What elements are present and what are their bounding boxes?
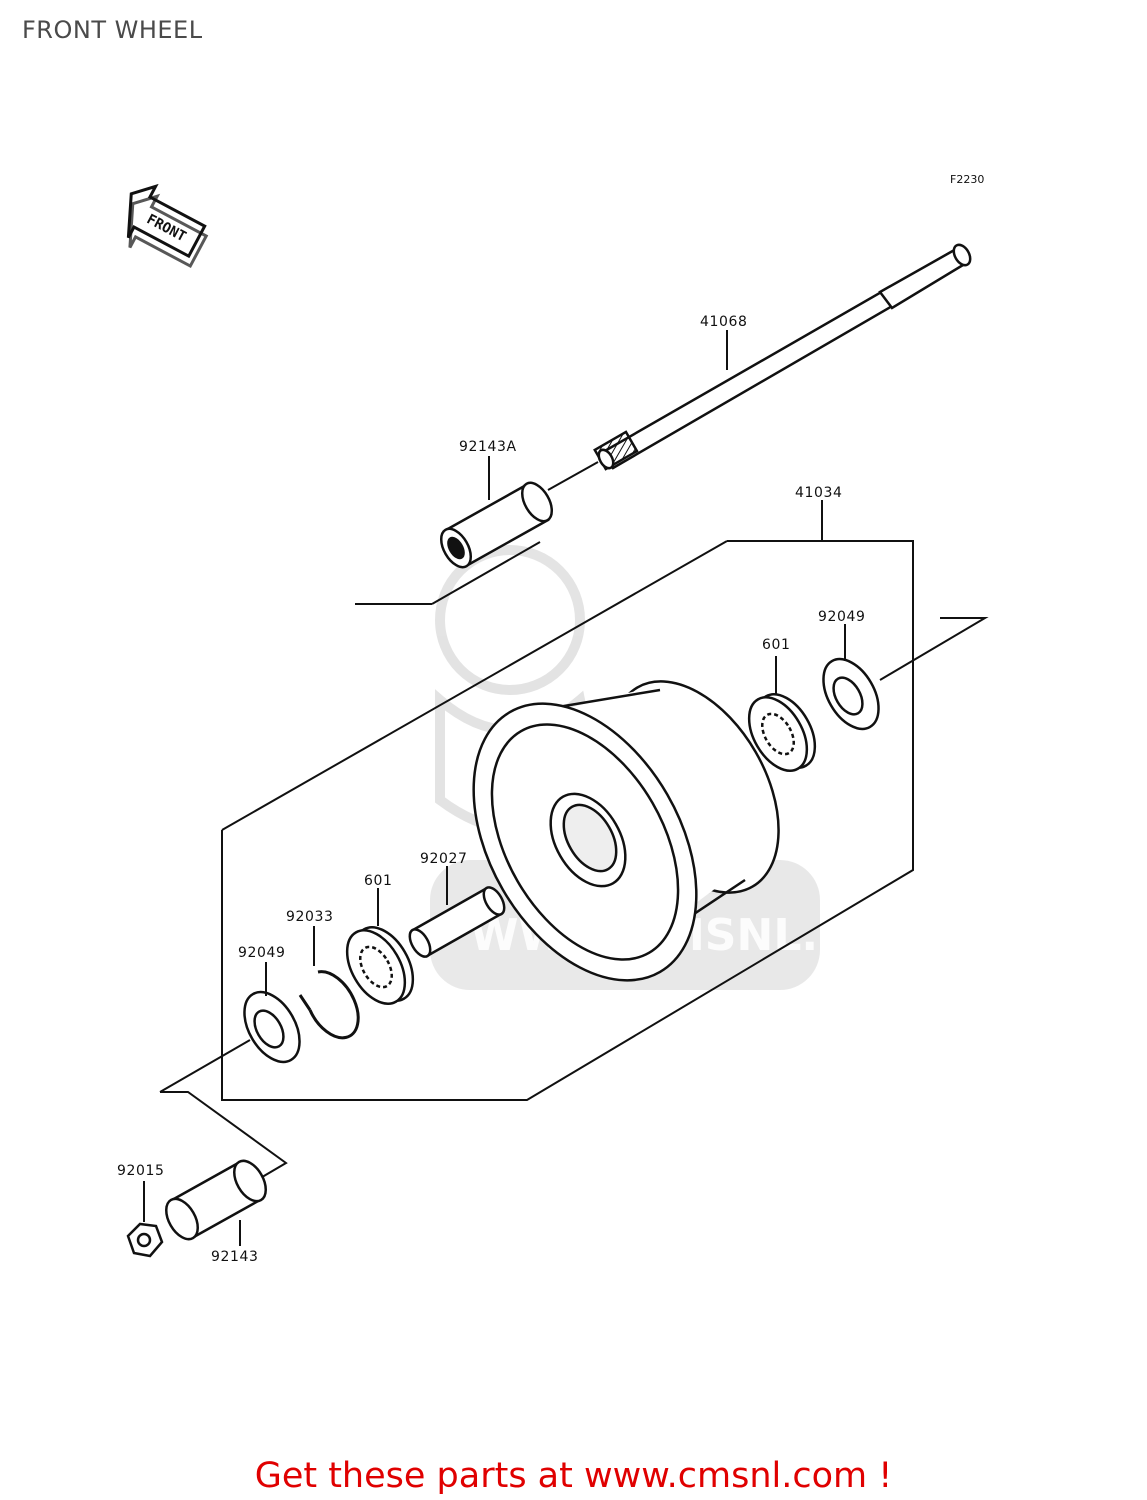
label-92143A: 92143A — [459, 439, 517, 455]
part-circlip[interactable] — [298, 970, 360, 1040]
label-92049-right: 92049 — [818, 609, 866, 625]
part-wheel-hub[interactable] — [428, 652, 813, 1019]
label-601-left: 601 — [364, 873, 393, 889]
part-oil-seal-left[interactable] — [233, 983, 311, 1072]
label-41068: 41068 — [700, 314, 748, 330]
label-92033: 92033 — [286, 909, 334, 925]
label-92027: 92027 — [420, 851, 468, 867]
label-92049-left: 92049 — [238, 945, 286, 961]
front-direction-arrow: FRONT — [126, 183, 209, 269]
part-collar-upper[interactable] — [435, 478, 558, 572]
part-nut[interactable] — [126, 1222, 164, 1258]
label-41034: 41034 — [795, 485, 843, 501]
page-title: FRONT WHEEL — [22, 16, 203, 44]
footer-cta[interactable]: Get these parts at www.cmsnl.com ! — [0, 1456, 1147, 1496]
cta-link[interactable]: Get these parts at www.cmsnl.com ! — [254, 1456, 893, 1496]
part-bearing-right[interactable] — [737, 684, 827, 780]
part-bearing-left[interactable] — [335, 917, 425, 1013]
label-92143: 92143 — [211, 1249, 259, 1265]
part-axle[interactable] — [547, 242, 974, 491]
label-92015: 92015 — [117, 1163, 165, 1179]
diagram-code: F2230 — [950, 173, 984, 186]
part-oil-seal-right[interactable] — [812, 650, 890, 739]
part-spacer-collar[interactable] — [406, 884, 509, 960]
label-601-right: 601 — [762, 637, 791, 653]
hub-assembly-frame — [159, 540, 989, 1184]
part-collar-lower[interactable] — [160, 1155, 273, 1244]
